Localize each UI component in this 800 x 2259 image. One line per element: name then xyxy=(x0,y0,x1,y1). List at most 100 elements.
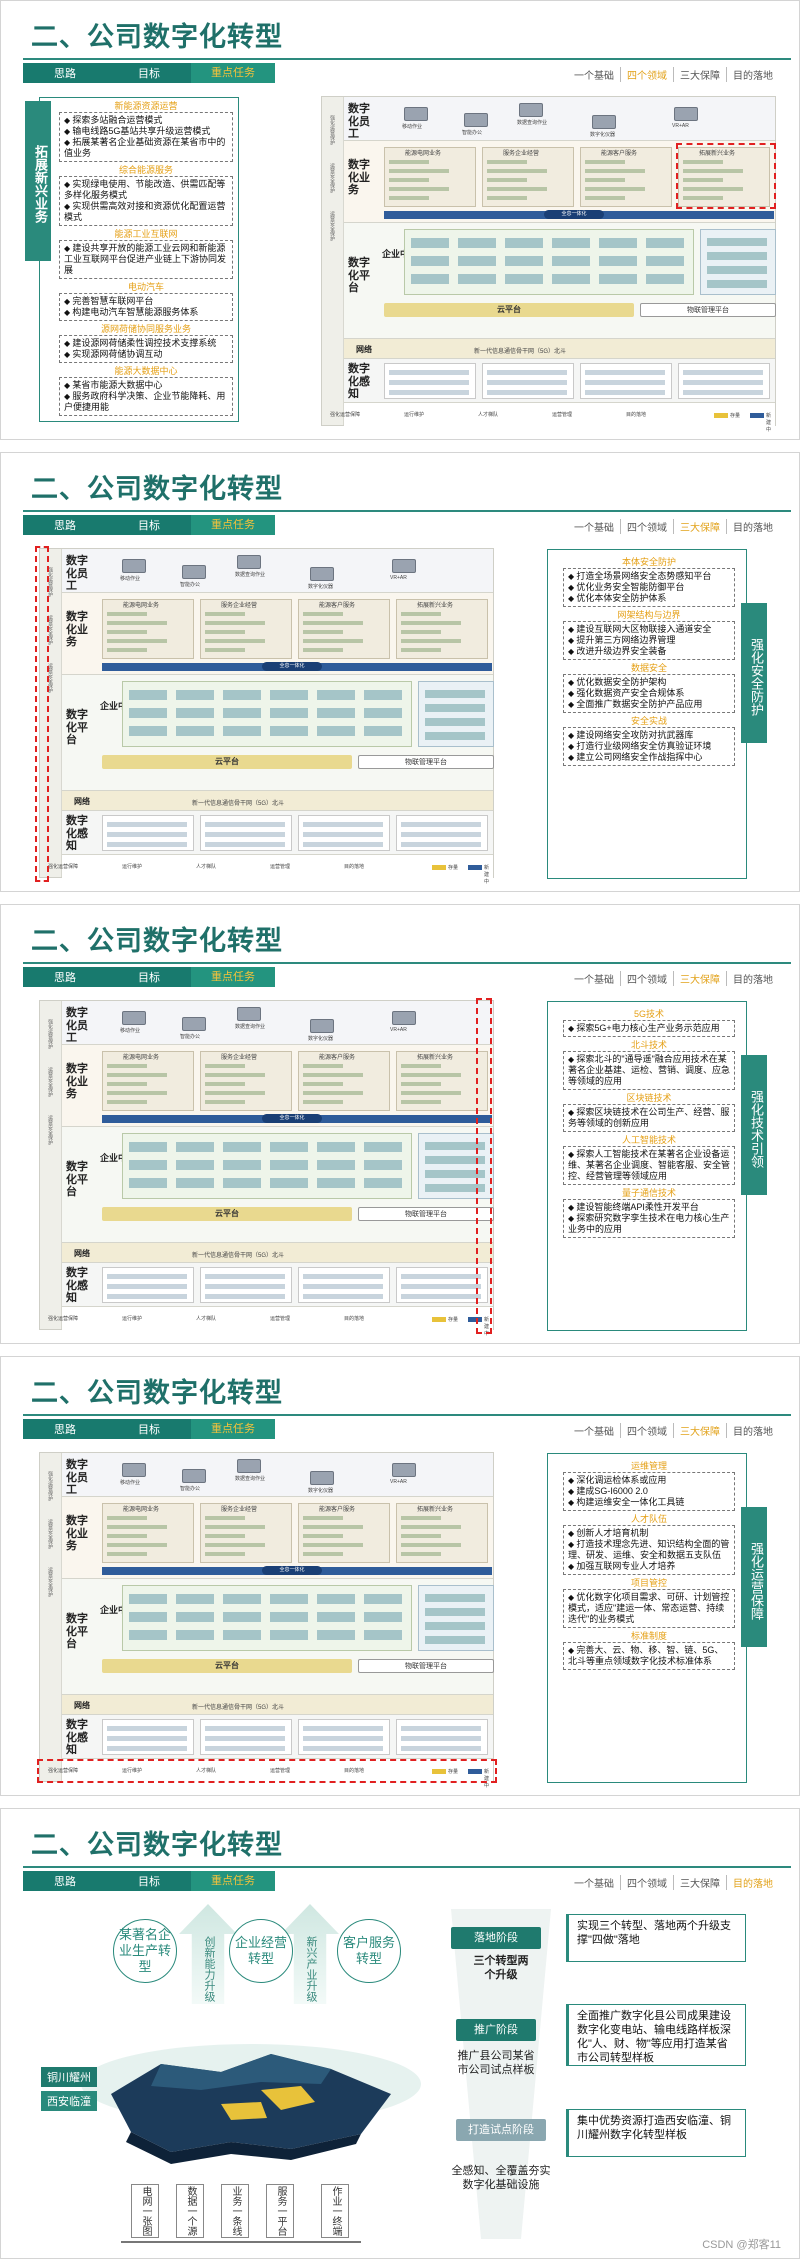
rnav-three-guarantees[interactable]: 三大保障 xyxy=(674,519,727,534)
tool-row xyxy=(707,266,767,274)
tab-thinking[interactable]: 思路 xyxy=(23,1421,107,1437)
tab-goal[interactable]: 目标 xyxy=(107,65,191,81)
sensing-row xyxy=(303,1274,383,1279)
province-map xyxy=(71,2024,431,2174)
business-row xyxy=(303,1543,363,1547)
network-sub: 新一代信息通信骨干网（5G）北斗 xyxy=(192,798,284,807)
tab-key-tasks[interactable]: 重点任务 xyxy=(191,515,275,535)
business-box: 能源客户服务 xyxy=(298,1051,390,1111)
enterprise-center xyxy=(122,1133,412,1199)
rnav-one-base[interactable]: 一个基础 xyxy=(568,971,621,986)
center-cell xyxy=(129,690,167,700)
business-title: 服务企业经营 xyxy=(503,148,539,157)
rnav-one-base[interactable]: 一个基础 xyxy=(568,67,621,82)
center-cell xyxy=(129,1160,167,1170)
task-box: 建设源网荷储柔性调控技术支撑系统实现源网荷储协调互动 xyxy=(59,335,233,363)
tab-thinking[interactable]: 思路 xyxy=(23,65,107,81)
rnav-four-areas[interactable]: 四个领域 xyxy=(621,971,674,986)
tab-thinking[interactable]: 思路 xyxy=(23,969,107,985)
rnav-three-guarantees[interactable]: 三大保障 xyxy=(674,67,727,82)
rnav-landing[interactable]: 目的落地 xyxy=(727,519,779,534)
rnav-three-guarantees[interactable]: 三大保障 xyxy=(674,1875,727,1890)
band-network: 网络新一代信息通信骨干网（5G）北斗 xyxy=(62,1695,493,1715)
right-nav: 一个基础 四个领域 三大保障 目的落地 xyxy=(568,1875,779,1890)
business-row xyxy=(303,1073,363,1077)
task-item: 创新人才培育机制 xyxy=(568,1528,730,1539)
tab-goal[interactable]: 目标 xyxy=(107,1873,191,1889)
rnav-landing[interactable]: 目的落地 xyxy=(727,67,779,82)
cloud-bar: 云平台 xyxy=(102,1659,352,1673)
business-box: 能源客户服务 xyxy=(298,1503,390,1563)
business-row xyxy=(205,1091,265,1095)
tool-row xyxy=(425,1636,485,1644)
sensing-row xyxy=(401,822,481,827)
center-cell xyxy=(270,708,308,718)
band-digital-staff: 数字化员工移动作业智能办公数据查询作业数字化仪器VR+AR xyxy=(62,1001,493,1045)
tab-goal[interactable]: 目标 xyxy=(107,1421,191,1437)
business-row xyxy=(205,639,265,643)
business-row xyxy=(401,612,441,616)
device-label: 数据查询作业 xyxy=(235,1475,265,1482)
task-item: 探索人工智能技术在某著名企业设备运维、某著名企业调度、智能客服、安全管控、经营管… xyxy=(568,1149,730,1182)
tab-goal[interactable]: 目标 xyxy=(107,517,191,533)
rnav-three-guarantees[interactable]: 三大保障 xyxy=(674,1423,727,1438)
task-item: 实现源网荷储协调互动 xyxy=(64,349,228,360)
rnav-landing[interactable]: 目的落地 xyxy=(727,1875,779,1890)
business-row xyxy=(401,1100,441,1104)
right-nav: 一个基础 四个领域 三大保障 目的落地 xyxy=(568,67,779,82)
business-title: 能源客户服务 xyxy=(319,1052,355,1061)
rnav-four-areas[interactable]: 四个领域 xyxy=(621,1423,674,1438)
sensing-row xyxy=(303,842,383,847)
device-label: VR+AR xyxy=(672,123,689,129)
tool-row xyxy=(425,1594,485,1602)
task-section: 本体安全防护打造全场景网络安全态势感知平台优化业务安全智能防御平台优化本体安全防… xyxy=(563,557,735,607)
sensing-row xyxy=(401,1736,481,1741)
task-item: 打造技术理念先进、知识结构全面的管理、研发、运维、安全和数据五支队伍 xyxy=(568,1539,730,1561)
rnav-four-areas[interactable]: 四个领域 xyxy=(621,67,674,82)
center-cell xyxy=(505,274,543,284)
band-network: 网络新一代信息通信骨干网（5G）北斗 xyxy=(62,791,493,811)
task-item: 优化数据安全防护架构 xyxy=(568,677,730,688)
title-divider xyxy=(23,962,791,964)
task-section-title: 电动汽车 xyxy=(59,282,233,293)
task-section-title: 能源工业互联网 xyxy=(59,229,233,240)
tab-key-tasks[interactable]: 重点任务 xyxy=(191,967,275,987)
center-cell xyxy=(223,690,261,700)
rnav-four-areas[interactable]: 四个领域 xyxy=(621,1875,674,1890)
tab-thinking[interactable]: 思路 xyxy=(23,1873,107,1889)
rnav-one-base[interactable]: 一个基础 xyxy=(568,1875,621,1890)
device-icon xyxy=(237,555,261,569)
band-label: 数字化平台 xyxy=(66,1613,92,1651)
sensing-row xyxy=(401,1284,481,1289)
tech-highlight xyxy=(476,998,492,1334)
band-label: 数字化业务 xyxy=(66,611,92,649)
center-cell xyxy=(599,274,637,284)
tab-key-tasks[interactable]: 重点任务 xyxy=(191,63,275,83)
rnav-one-base[interactable]: 一个基础 xyxy=(568,1423,621,1438)
tab-key-tasks[interactable]: 重点任务 xyxy=(191,1419,275,1439)
sensing-row xyxy=(683,370,763,375)
rnav-three-guarantees[interactable]: 三大保障 xyxy=(674,971,727,986)
band-digital-business: 数字化业务能源电网业务服务企业经营能源客户服务拓展新兴业务全息一体化 xyxy=(62,1045,493,1127)
rnav-landing[interactable]: 目的落地 xyxy=(727,971,779,986)
title-divider xyxy=(23,58,791,60)
architecture-diagram: 强化运营保护运营安全保护运营安全保护数字化员工移动作业智能办公数据查询作业数字化… xyxy=(39,1452,494,1782)
band-digital-staff: 数字化员工移动作业智能办公数据查询作业数字化仪器VR+AR xyxy=(62,549,493,593)
task-item: 建设源网荷储柔性调控技术支撑系统 xyxy=(64,338,228,349)
task-box: 完善大、云、物、移、智、链、5G、北斗等重点领域数字化技术标准体系 xyxy=(563,1642,735,1670)
rnav-four-areas[interactable]: 四个领域 xyxy=(621,519,674,534)
band-label: 数字化平台 xyxy=(66,1161,92,1199)
tab-key-tasks[interactable]: 重点任务 xyxy=(191,1871,275,1891)
tab-thinking[interactable]: 思路 xyxy=(23,517,107,533)
task-section-title: 人才队伍 xyxy=(563,1514,735,1525)
device-icon xyxy=(392,1463,416,1477)
tool-row xyxy=(425,690,485,698)
cloud-bar: 云平台 xyxy=(102,1207,352,1221)
rnav-landing[interactable]: 目的落地 xyxy=(727,1423,779,1438)
rnav-one-base[interactable]: 一个基础 xyxy=(568,519,621,534)
tab-goal[interactable]: 目标 xyxy=(107,969,191,985)
architecture-diagram: 强化运营保护运营安全保护运营安全保护数字化员工移动作业智能办公数据查询作业数字化… xyxy=(321,96,776,426)
arch-side-column: 强化运营保护运营安全保护运营安全保护 xyxy=(322,97,344,425)
task-section-title: 网架结构与边界 xyxy=(563,610,735,621)
sensing-row xyxy=(389,370,469,375)
